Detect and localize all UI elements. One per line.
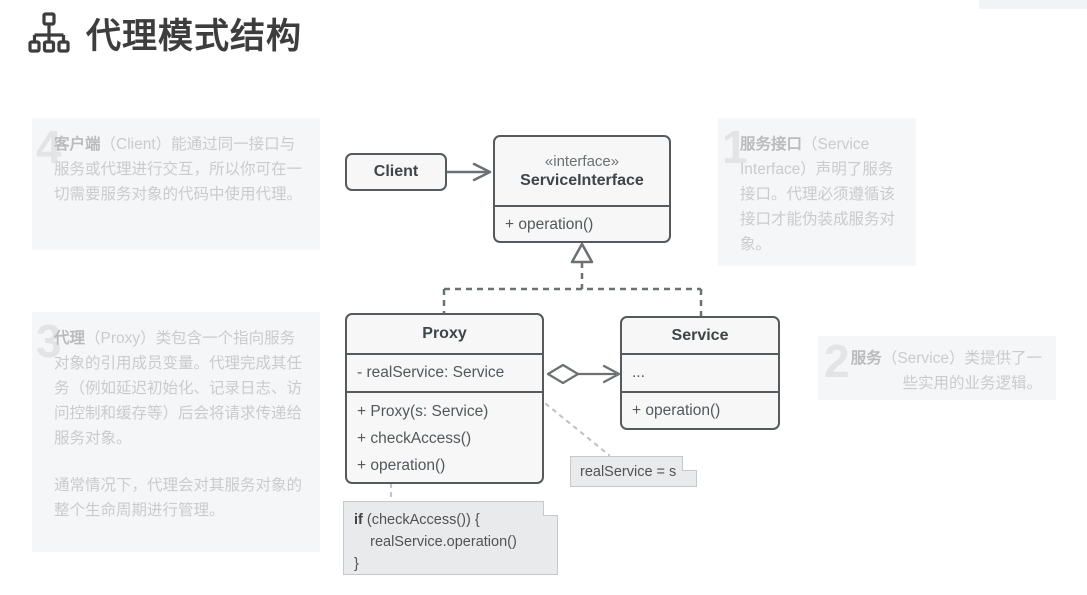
uml-note-code: if (checkAccess()) { realService.operati… [343, 501, 558, 575]
class-operations: + Proxy(s: Service) + checkAccess() + op… [347, 391, 542, 481]
annotation-panel-client: 4 客户端（Client）能通过同一接口与服务或代理进行交互，所以你可在一切需要… [32, 118, 320, 250]
uml-note-assignment: realService = s [570, 456, 697, 487]
annotation-text-secondary: 通常情况下，代理会对其服务对象的整个生命周期进行管理。 [54, 473, 302, 523]
page-title: 代理模式结构 [86, 17, 303, 56]
connector-realization [442, 242, 703, 316]
uml-class-client[interactable]: Client [345, 153, 447, 191]
annotation-number: 4 [36, 121, 62, 173]
annotation-text: 服务接口（Service Interface）声明了服务接口。代理必须遵循该接口… [740, 132, 900, 257]
connector-aggregation-proxy-service [546, 363, 621, 385]
note-fold-corner [543, 501, 558, 516]
class-name: Proxy [422, 325, 467, 342]
operation-item: + operation() [357, 456, 446, 474]
class-header: «interface» ServiceInterface [495, 137, 669, 205]
operation-item: + checkAccess() [357, 429, 472, 447]
uml-class-service[interactable]: Service ... + operation() [620, 316, 780, 430]
attribute-item: - realService: Service [357, 364, 505, 381]
class-header: Proxy [347, 315, 542, 353]
class-name: ServiceInterface [520, 171, 644, 189]
annotation-term: 服务 [850, 350, 882, 367]
code-line: } [354, 556, 359, 572]
annotation-text: 代理（Proxy）类包含一个指向服务对象的引用成员变量。代理完成其任务（例如延迟… [54, 326, 302, 451]
annotation-body: （Proxy）类包含一个指向服务对象的引用成员变量。代理完成其任务（例如延迟初始… [54, 330, 303, 447]
attribute-item: ... [632, 364, 645, 381]
annotation-body: （Client）能通过同一接口与服务或代理进行交互，所以你可在一切需要服务对象的… [54, 136, 303, 203]
code-line: realService.operation() [354, 534, 517, 550]
uml-class-service-interface[interactable]: «interface» ServiceInterface + operation… [493, 135, 671, 243]
annotation-body: （Service Interface）声明了服务接口。代理必须遵循该接口才能伪装… [740, 136, 896, 253]
class-header: Service [622, 318, 778, 353]
annotation-text: 服务（Service）类提供了一些实用的业务逻辑。 [840, 346, 1042, 396]
class-name: Client [373, 163, 419, 180]
class-attributes: - realService: Service [347, 353, 542, 391]
code-line-rest: (checkAccess()) { [362, 512, 480, 528]
annotation-body: 通常情况下，代理会对其服务对象的整个生命周期进行管理。 [54, 477, 303, 519]
annotation-term: 服务接口 [740, 136, 803, 153]
uml-class-proxy[interactable]: Proxy - realService: Service + Proxy(s: … [345, 313, 544, 484]
annotation-number: 1 [722, 121, 748, 173]
annotation-body: （Service）类提供了一些实用的业务逻辑。 [881, 350, 1042, 392]
annotation-text: 客户端（Client）能通过同一接口与服务或代理进行交互，所以你可在一切需要服务… [54, 132, 302, 207]
note-text: realService = s [580, 463, 677, 480]
operation-item: + operation() [505, 215, 594, 233]
class-attributes: ... [622, 353, 778, 391]
page-header: 代理模式结构 [26, 8, 302, 59]
class-operations: + operation() [495, 205, 669, 241]
code-keyword: if [354, 512, 363, 528]
note-fold-corner [682, 456, 697, 471]
annotation-number: 3 [36, 315, 62, 367]
class-header: Client [347, 155, 445, 189]
class-name: Service [671, 326, 729, 344]
annotation-panel-proxy: 3 代理（Proxy）类包含一个指向服务对象的引用成员变量。代理完成其任务（例如… [32, 312, 320, 552]
annotation-term: 代理 [54, 330, 86, 347]
annotation-number: 2 [824, 335, 850, 387]
code-line: if (checkAccess()) { [354, 509, 557, 531]
top-decorative-band [979, 0, 1087, 9]
class-operations: + operation() [622, 391, 778, 428]
operation-item: + operation() [632, 402, 721, 419]
annotation-panel-service-interface: 1 服务接口（Service Interface）声明了服务接口。代理必须遵循该… [718, 118, 916, 266]
annotation-panel-service: 2 服务（Service）类提供了一些实用的业务逻辑。 [818, 336, 1056, 400]
operation-item: + Proxy(s: Service) [357, 402, 489, 420]
connector-client-to-interface [447, 162, 492, 182]
annotation-term: 客户端 [54, 136, 101, 153]
class-stereotype: «interface» [544, 152, 620, 170]
sitemap-icon [26, 11, 72, 57]
leader-line-assignment-note [544, 402, 611, 457]
